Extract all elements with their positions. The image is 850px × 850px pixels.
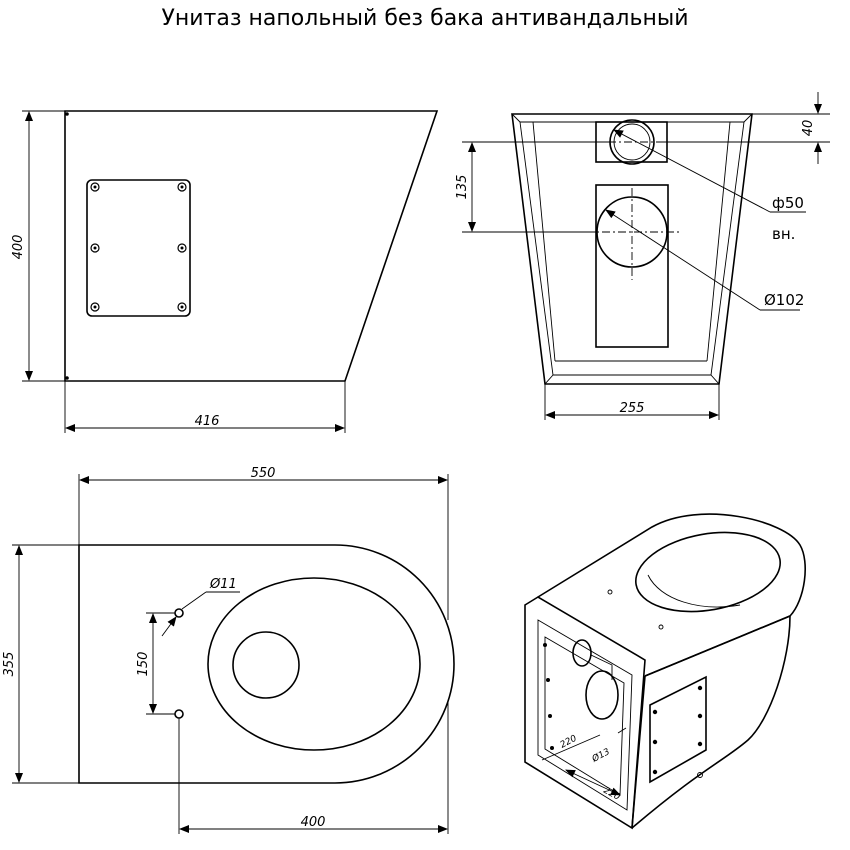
iso-back-frame (524, 596, 646, 830)
dim-hole-spacing: 150 (136, 652, 151, 677)
dim-front-top-offset: 40 (801, 120, 816, 137)
iso-access-plate (649, 675, 707, 784)
bowl-rim (207, 577, 421, 751)
dim-plan-width: 355 (2, 652, 17, 677)
dim-front-center-height: 135 (455, 175, 470, 200)
dim-front-width: 255 (620, 401, 645, 416)
mount-hole-bottom (174, 709, 184, 719)
dim-plan-length: 550 (251, 466, 276, 481)
plan-outline (78, 544, 455, 784)
plan-view: 550 355 150 Ø11 400 (2, 466, 455, 834)
front-view: 40 135 255 ф50 вн. Ø102 (455, 92, 830, 420)
pipe-small-note: вн. (772, 225, 795, 243)
dim-side-width: 416 (195, 414, 220, 429)
large-pipe-bracket (595, 184, 669, 348)
iso-small-pipe (572, 639, 592, 667)
mount-hole-top (174, 608, 184, 618)
iso-large-pipe (585, 670, 619, 720)
dim-plan-bottom-length: 400 (301, 815, 326, 830)
iso-side-body (631, 614, 791, 829)
access-plate (86, 179, 191, 317)
drawing-title: Унитаз напольный без бака антивандальный (161, 6, 689, 31)
hole-diameter-label: Ø11 (209, 577, 237, 592)
side-view: 400 416 (11, 110, 439, 433)
iso-top-surface (537, 513, 806, 677)
isometric-view: 220 220 Ø13 (524, 513, 806, 830)
side-view-outline (64, 110, 439, 382)
iso-hole-label: Ø13 (589, 746, 612, 765)
drain-hole (232, 631, 300, 699)
iso-seat-opening (635, 531, 781, 613)
pipe-large-label: Ø102 (764, 291, 804, 309)
plate-bolts (90, 182, 187, 312)
dim-side-height: 400 (11, 235, 26, 260)
pipe-small-label: ф50 (772, 194, 804, 212)
